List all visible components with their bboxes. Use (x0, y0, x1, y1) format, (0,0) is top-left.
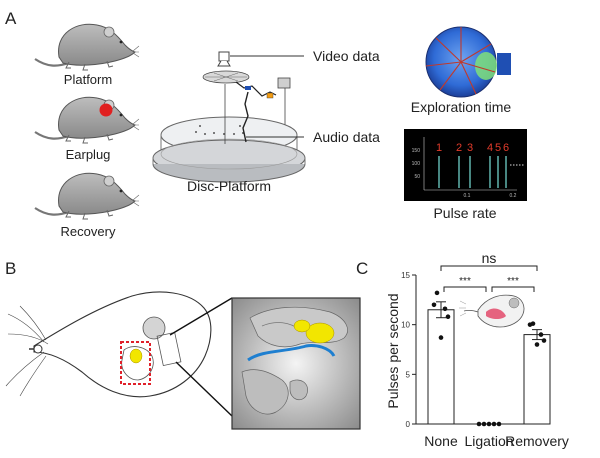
panel-a: A Platform Earplug Recovery Video data (5, 9, 527, 239)
chart-bars (427, 290, 551, 427)
vessel (247, 344, 336, 362)
significance-bracket (491, 286, 535, 292)
data-point (434, 290, 440, 296)
earplug-marker (99, 103, 113, 117)
pulse-rate-plot: 150 100 50 1 2 3 4 5 6 0.1 0.2 (404, 129, 527, 201)
pulse-number-3: 3 (467, 142, 473, 154)
pulse-number-5: 5 (495, 142, 501, 154)
y-tick-label: 10 (401, 321, 410, 330)
svg-text:50: 50 (414, 174, 420, 180)
bar (427, 309, 455, 425)
data-point (442, 306, 448, 312)
pulse-x-tick-1: 0.1 (464, 193, 471, 199)
pulse-number-1: 1 (436, 142, 442, 154)
x-tick-label: Ligation (464, 433, 513, 449)
data-point (538, 332, 544, 337)
ct-reconstruction-image (231, 297, 361, 430)
pulse-number-6: 6 (503, 142, 509, 154)
data-point (541, 338, 547, 343)
data-point (496, 421, 502, 427)
x-tick-label: Removery (505, 433, 569, 449)
significance-label: *** (459, 276, 471, 287)
audio-cable (242, 91, 249, 143)
ligation-marker (120, 341, 151, 385)
disc-platform-top (202, 70, 277, 99)
panel-label-b: B (5, 259, 16, 278)
shrew-head-illustration (5, 291, 212, 398)
pulse-number-4: 4 (487, 142, 493, 154)
shrew-platform-illustration (33, 23, 140, 72)
disc-platform-label: Disc-Platform (187, 178, 271, 194)
shrew-earplug-illustration (33, 96, 140, 145)
data-point (438, 335, 444, 340)
arena-cylinder (152, 116, 306, 183)
data-point (491, 421, 497, 427)
data-point (445, 314, 451, 320)
data-point (431, 302, 437, 308)
video-data-label: Video data (313, 48, 380, 64)
significance-bracket (440, 265, 538, 271)
condition-label-platform: Platform (64, 72, 112, 87)
panel-label-a: A (5, 9, 17, 28)
y-axis-label: Pulses per second (385, 293, 401, 408)
svg-text:100: 100 (412, 161, 421, 167)
panel-label-c: C (356, 259, 368, 278)
pulse-x-tick-2: 0.2 (510, 193, 517, 199)
shrew-inset-illustration (459, 294, 525, 328)
data-point (476, 421, 482, 427)
zoom-line-top (169, 297, 233, 336)
pulse-rate-label: Pulse rate (433, 205, 496, 221)
exploration-heatmap (425, 26, 511, 98)
bar (523, 334, 551, 425)
y-tick-label: 5 (406, 370, 411, 379)
exploration-time-label: Exploration time (411, 99, 512, 115)
speaker-icon (497, 53, 511, 75)
data-point (534, 342, 540, 347)
data-point (527, 322, 533, 327)
pulse-number-2: 2 (456, 142, 462, 154)
y-tick-label: 15 (401, 271, 410, 280)
data-point (481, 421, 487, 427)
chart-significance: ns *** *** (440, 250, 538, 292)
data-point (486, 421, 492, 427)
significance-label: ns (482, 250, 497, 266)
significance-label: *** (507, 276, 519, 287)
panel-b: B (5, 259, 361, 430)
x-tick-label: None (424, 433, 458, 449)
svg-text:150: 150 (412, 148, 421, 154)
audio-data-label: Audio data (313, 129, 380, 145)
zoom-line-bottom (175, 361, 233, 417)
condition-label-recovery: Recovery (61, 224, 116, 239)
significance-bracket (443, 286, 487, 292)
condition-label-earplug: Earplug (66, 147, 111, 162)
camera-icon (217, 51, 231, 67)
shrew-recovery-illustration (33, 172, 140, 221)
y-tick-label: 0 (406, 420, 411, 429)
